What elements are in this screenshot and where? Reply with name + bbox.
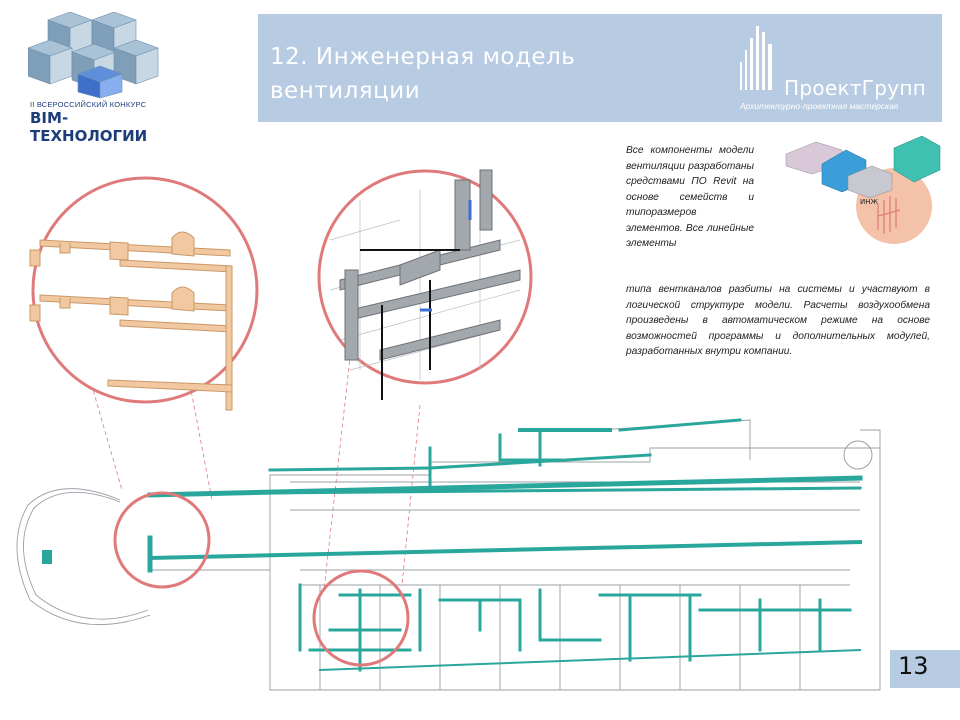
ventilation-model-drawing: [16, 169, 881, 691]
page-number-box: [890, 650, 960, 688]
company-subtitle: Архитектурно-проектная мастерская: [740, 101, 899, 111]
floor-plan-outline: [16, 419, 881, 691]
plan-callout-circle-center: [312, 569, 410, 667]
contest-label: II ВСЕРОССИЙСКИЙ КОНКУРС: [30, 100, 147, 109]
ductwork-detail-right: [317, 169, 533, 400]
company-name: ПроектГрупп: [784, 76, 927, 100]
description-part1: Все компоненты модели вентиляции разрабо…: [626, 145, 754, 249]
plan-fan-unit: [42, 550, 52, 564]
header-band: [258, 14, 942, 122]
contest-logo-cubes-icon: [28, 12, 159, 99]
description-part2: типа вентканалов разбиты на системы и уч…: [626, 284, 930, 357]
slide-title-line1: 12. Инженерная модель: [270, 44, 576, 70]
ventilation-ducts: [147, 418, 863, 672]
thumbnail-label: ИНЖ: [860, 198, 879, 206]
building-renders-thumbnail: ИНЖ: [785, 135, 941, 244]
ductwork-detail-left: [29, 176, 259, 411]
slide-title-line2: вентиляции: [270, 78, 421, 104]
slide-title: 12. Инженерная модель вентиляции: [270, 40, 630, 108]
company-logo-icon: [740, 26, 772, 90]
plan-callout-circle-left: [113, 491, 211, 589]
page-number: 13: [898, 652, 929, 680]
contest-name: BIM-ТЕХНОЛОГИИ: [30, 109, 148, 145]
plan-round-shaft: [843, 440, 873, 470]
